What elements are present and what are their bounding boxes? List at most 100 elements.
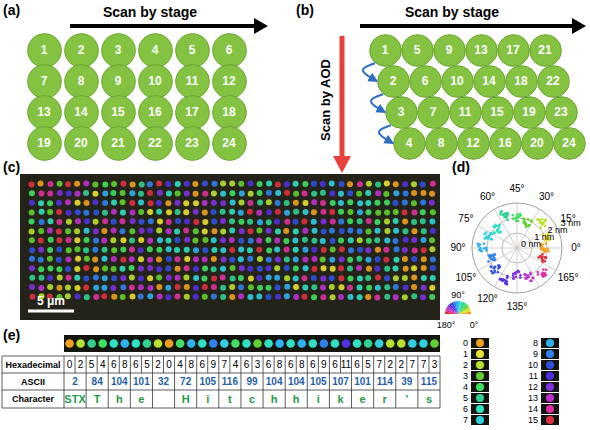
emitter-dot xyxy=(393,181,399,187)
spot-number: 18 xyxy=(514,75,527,87)
localization-point xyxy=(490,238,493,241)
emitter-dot xyxy=(421,275,427,281)
emitter-dot xyxy=(119,228,125,234)
localization-point xyxy=(480,250,483,253)
hex-digit-cell: 6 xyxy=(354,360,360,370)
emitter-dot xyxy=(248,238,254,244)
emitter-dot xyxy=(147,257,153,263)
emitter-dot xyxy=(402,199,408,205)
emitter-dot xyxy=(266,190,272,196)
localization-point xyxy=(532,277,535,280)
emitter-dot xyxy=(365,294,371,300)
emitter-dot xyxy=(347,276,353,282)
emitter-dot xyxy=(183,200,189,206)
emitter-dot xyxy=(411,284,417,290)
wheel-angle-label: 90° xyxy=(451,291,465,300)
emitter-dot xyxy=(92,181,98,187)
localization-point xyxy=(490,255,493,258)
emitter-dot xyxy=(111,266,117,272)
scan-spot: 6 xyxy=(212,33,247,68)
emitter-dot xyxy=(139,181,145,187)
emitter-dot xyxy=(229,209,235,215)
spot-circle xyxy=(433,34,465,66)
hex-digit-cell: 8 xyxy=(188,360,194,370)
emitter-dot xyxy=(375,182,381,188)
emitter-dot xyxy=(420,218,426,224)
emitter-dot xyxy=(301,275,307,281)
scan-spot: 19 xyxy=(27,126,62,161)
emitter-dot xyxy=(65,199,71,205)
hex-digit-cell: 11 xyxy=(341,360,351,370)
emitter-dot xyxy=(411,293,417,299)
legend-swatch xyxy=(476,350,484,358)
emitter-dot xyxy=(193,256,199,262)
localization-point xyxy=(519,214,522,217)
polar-spoke xyxy=(517,203,518,248)
spot-number: 11 xyxy=(459,106,472,118)
localization-point xyxy=(524,277,527,280)
localization-point xyxy=(494,266,497,269)
scan-spot: 21 xyxy=(529,34,562,67)
spot-number: 21 xyxy=(111,137,124,149)
emitter-dot xyxy=(239,191,245,197)
encoded-dot xyxy=(242,339,251,348)
emitter-dot xyxy=(411,200,417,206)
table-rule xyxy=(373,373,374,408)
emitter-dot xyxy=(56,246,62,252)
emitter-dot xyxy=(47,275,53,281)
spot-number: 16 xyxy=(498,137,511,149)
emitter-dot xyxy=(247,209,253,215)
character-cell: h xyxy=(293,394,300,405)
emitter-dot xyxy=(266,219,272,225)
ascii-code-cell: 107 xyxy=(332,377,349,387)
spot-number: 15 xyxy=(490,106,503,118)
spot-number: 7 xyxy=(430,106,437,118)
polar-angle-label: 45° xyxy=(509,184,524,194)
emitter-dot xyxy=(184,284,190,290)
spot-number: 24 xyxy=(222,137,235,149)
polar-angle-label: 120° xyxy=(477,294,498,304)
aod-scan-arrow xyxy=(340,36,345,158)
stage-scan-arrow xyxy=(70,24,256,28)
emitter-dot xyxy=(202,191,208,197)
spot-number: 14 xyxy=(74,106,87,118)
emitter-dot xyxy=(339,284,345,290)
emitter-dot xyxy=(120,190,126,196)
emitter-dot xyxy=(175,275,181,281)
emitter-dot xyxy=(147,209,153,215)
emitter-dot xyxy=(201,276,207,282)
aod-step-arrow xyxy=(363,63,377,81)
emitter-dot xyxy=(301,294,307,300)
localization-point xyxy=(506,213,509,216)
spot-circle xyxy=(513,96,545,128)
character-cell: s xyxy=(426,394,432,405)
table-rule xyxy=(285,356,286,373)
localization-point xyxy=(545,268,548,271)
legend-item: 5 xyxy=(454,393,516,404)
emitter-dot xyxy=(57,181,63,187)
emitter-dot xyxy=(74,275,80,281)
legend-swatch-frame xyxy=(541,371,559,381)
emitter-dot xyxy=(102,247,108,253)
hex-digit-cell: 6 xyxy=(310,360,316,370)
emitter-dot xyxy=(130,218,136,224)
emitter-dot xyxy=(74,228,80,234)
emitter-dot xyxy=(92,191,98,197)
localization-point xyxy=(498,225,501,228)
legend-item: 13 xyxy=(524,393,586,404)
emitter-dot xyxy=(65,181,71,187)
scan-spot: 10 xyxy=(441,65,474,98)
spot-circle xyxy=(101,95,135,129)
emitter-dot xyxy=(229,227,235,233)
character-cell: STX xyxy=(64,394,85,405)
emitter-dot xyxy=(29,247,35,253)
legend-swatch-frame xyxy=(471,415,489,425)
table-rule xyxy=(196,356,197,373)
emitter-dot xyxy=(220,181,226,187)
table-rule xyxy=(263,356,264,373)
emitter-dot xyxy=(265,237,271,243)
emitter-dot xyxy=(102,200,108,206)
emitter-dot xyxy=(212,181,218,187)
emitter-dot xyxy=(65,293,71,299)
emitter-dot xyxy=(394,246,400,252)
